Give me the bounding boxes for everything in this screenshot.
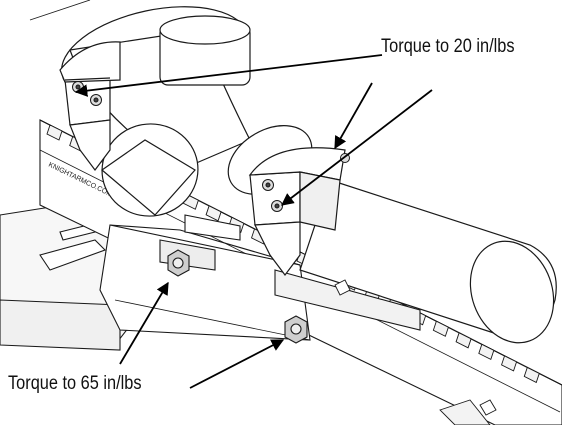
rail-slot <box>523 366 540 384</box>
scope-tube <box>299 174 557 344</box>
torque-callout-base: Torque to 65 in/lbs <box>8 373 142 394</box>
arrow-base-nut-front <box>119 281 169 365</box>
arrow-rear-ring-lower <box>281 89 433 206</box>
arrow-base-nut-rear <box>189 339 285 389</box>
arrow-rear-ring-upper <box>334 82 373 150</box>
rail-slot <box>455 332 472 349</box>
torque-callout-rings: Torque to 20 in/lbs <box>381 36 515 57</box>
torque-arrows <box>74 54 433 389</box>
rail-slot <box>500 355 518 372</box>
rail-slot <box>478 343 495 360</box>
rail-slot <box>205 205 222 222</box>
arrow-front-ring <box>74 54 383 97</box>
rail-slot <box>432 320 449 337</box>
rail-slot <box>46 124 63 141</box>
base-clamp-nuts <box>167 249 308 344</box>
